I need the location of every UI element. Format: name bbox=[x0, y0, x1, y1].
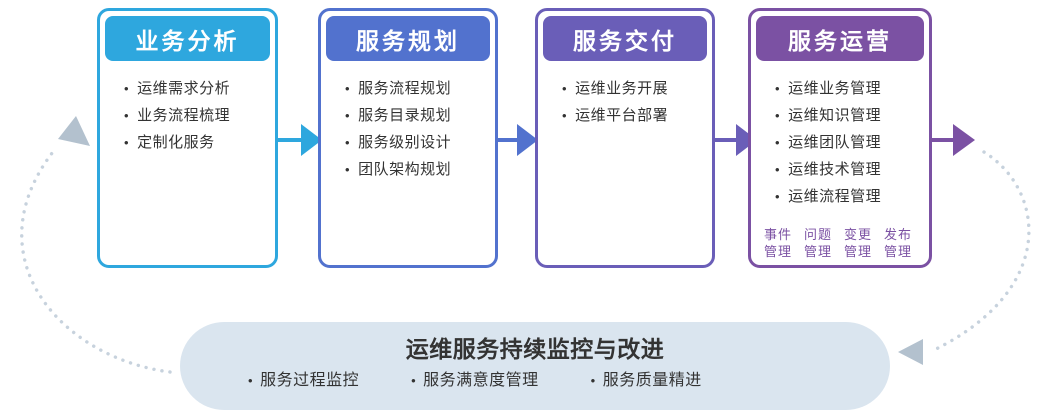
subprocess-change-mgmt: 变更管理 bbox=[843, 227, 872, 259]
stage-title-service-delivery: 服务交付 bbox=[543, 16, 707, 61]
subprocess-incident-mgmt: 事件管理 bbox=[763, 227, 792, 259]
feedback-arrowhead-left-pointing-icon bbox=[898, 339, 923, 365]
flow-arrow-2-icon bbox=[496, 124, 538, 156]
monitor-bar-items: 服务过程监控 服务满意度管理 服务质量精进 bbox=[248, 372, 890, 390]
stage-items-service-operation: 运维业务管理 运维知识管理 运维团队管理 运维技术管理 运维流程管理 bbox=[751, 75, 929, 210]
stage-title-business-analysis: 业务分析 bbox=[105, 16, 270, 61]
stage-item: 服务级别设计 bbox=[345, 129, 491, 156]
monitor-item: 服务满意度管理 bbox=[411, 372, 539, 390]
stage-item: 团队架构规划 bbox=[345, 156, 491, 183]
subprocess-problem-mgmt: 问题管理 bbox=[803, 227, 832, 259]
stage-item: 运维知识管理 bbox=[775, 102, 925, 129]
stage-item: 运维技术管理 bbox=[775, 156, 925, 183]
stage-item: 运维业务管理 bbox=[775, 75, 925, 102]
feedback-arrowhead-up-pointing-icon bbox=[58, 116, 90, 146]
monitor-item: 服务质量精进 bbox=[591, 372, 702, 390]
stage-item: 运维业务开展 bbox=[562, 75, 708, 102]
stage-items-service-delivery: 运维业务开展 运维平台部署 bbox=[538, 75, 712, 129]
stage-item: 服务目录规划 bbox=[345, 102, 491, 129]
monitor-item: 服务过程监控 bbox=[248, 372, 359, 390]
stage-item: 运维需求分析 bbox=[124, 75, 271, 102]
stage-box-service-delivery: 服务交付 运维业务开展 运维平台部署 bbox=[535, 8, 715, 268]
flow-arrow-4-icon bbox=[930, 124, 975, 156]
stage-box-service-planning: 服务规划 服务流程规划 服务目录规划 服务级别设计 团队架构规划 bbox=[318, 8, 498, 268]
monitor-bar-title: 运维服务持续监控与改进 bbox=[405, 336, 665, 362]
subprocess-row: 事件管理 问题管理 变更管理 发布管理 bbox=[763, 226, 923, 260]
stage-item: 运维平台部署 bbox=[562, 102, 708, 129]
flow-arrow-1-icon bbox=[276, 124, 322, 156]
stage-item: 业务流程梳理 bbox=[124, 102, 271, 129]
stage-item: 运维流程管理 bbox=[775, 183, 925, 210]
stage-title-service-planning: 服务规划 bbox=[326, 16, 490, 61]
stage-box-business-analysis: 业务分析 运维需求分析 业务流程梳理 定制化服务 bbox=[97, 8, 278, 268]
stage-title-service-operation: 服务运营 bbox=[756, 16, 924, 61]
stage-item: 运维团队管理 bbox=[775, 129, 925, 156]
stage-item: 定制化服务 bbox=[124, 129, 271, 156]
feedback-curve-right bbox=[930, 150, 1031, 353]
stage-items-business-analysis: 运维需求分析 业务流程梳理 定制化服务 bbox=[100, 75, 275, 156]
stage-items-service-planning: 服务流程规划 服务目录规划 服务级别设计 团队架构规划 bbox=[321, 75, 495, 183]
monitor-bar: 运维服务持续监控与改进 服务过程监控 服务满意度管理 服务质量精进 bbox=[180, 322, 890, 410]
stage-item: 服务流程规划 bbox=[345, 75, 491, 102]
subprocess-release-mgmt: 发布管理 bbox=[883, 227, 912, 259]
